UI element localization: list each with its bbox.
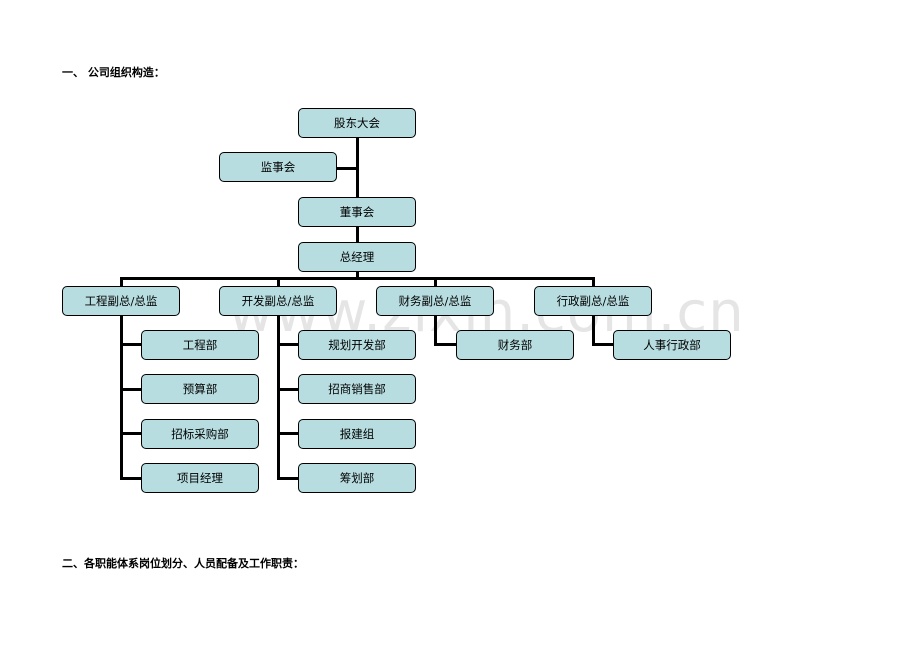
connector-line [120,277,123,286]
connector-line [592,343,614,346]
connector-line [592,315,595,346]
vp-development-box: 开发副总/总监 [219,286,337,316]
connector-line [277,277,280,286]
supervisory-board-box: 监事会 [219,152,337,182]
strategy-dept-box: 筹划部 [298,463,416,493]
planning-development-dept-box: 规划开发部 [298,330,416,360]
board-of-directors-box: 董事会 [298,197,416,227]
connector-line [337,167,358,170]
sales-dept-box: 招商销售部 [298,374,416,404]
shareholders-meeting-box: 股东大会 [298,108,416,138]
connector-line [277,343,298,346]
connector-line [120,432,141,435]
hr-admin-dept-box: 人事行政部 [613,330,731,360]
connector-line [356,271,359,279]
connector-line [277,388,298,391]
connector-line [277,315,280,480]
connector-line [277,432,298,435]
engineering-dept-box: 工程部 [141,330,259,360]
connector-line [120,477,141,480]
connector-line [434,343,456,346]
connector-line [592,277,595,286]
section-2-heading: 二、各职能体系岗位划分、人员配备及工作职责： [62,557,304,570]
connector-line [434,315,437,346]
procurement-dept-box: 招标采购部 [141,419,259,449]
connector-line [277,477,298,480]
general-manager-box: 总经理 [298,242,416,272]
section-1-heading: 一、 公司组织构造： [62,66,165,79]
project-manager-box: 项目经理 [141,463,259,493]
connector-line [120,315,123,480]
vp-admin-box: 行政副总/总监 [534,286,652,316]
finance-dept-box: 财务部 [456,330,574,360]
vp-engineering-box: 工程副总/总监 [62,286,180,316]
connector-line [120,388,141,391]
connector-line [434,277,437,286]
budget-dept-box: 预算部 [141,374,259,404]
permit-group-box: 报建组 [298,419,416,449]
connector-line [120,343,141,346]
vp-finance-box: 财务副总/总监 [376,286,494,316]
connector-line [356,226,359,242]
